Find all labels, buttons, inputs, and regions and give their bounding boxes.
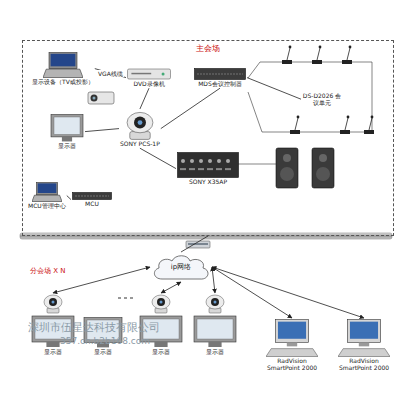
dashes [118,297,136,298]
network-bus [20,233,392,239]
connector [212,267,292,318]
branch-site-drawing [193,294,237,348]
video-terminal: SONY PCS-1P [119,109,161,148]
pc-terminal: RadVision SmartPoint 2000 [262,318,322,372]
device-label: 显示器 [94,348,112,355]
device-label: DVD录像机 [133,80,164,87]
connector [212,267,364,318]
connector [181,236,208,252]
device-label: 显示设备（TV或投影） [32,78,94,85]
projector [88,92,114,104]
dvd-recorder: DVD录像机 [126,67,172,88]
connector [95,69,126,78]
connector [140,88,149,109]
connector [212,267,215,293]
device-label: MCU [85,200,99,207]
connector [53,267,150,293]
dvd-recorder-icon [127,68,171,80]
conference-controller: MDS会议控制器 [193,67,247,88]
device-label: MDS会议控制器 [198,80,242,87]
display-device: 显示设备（TV或投影） [31,51,95,86]
branch-site: 显示器 [192,293,238,356]
pc-terminal-drawing [266,319,318,357]
watermark: 深圳市伍星达科技有限公司 [28,320,160,335]
video-terminal-icon [123,110,157,140]
connector-label: VGA线缆 [97,70,124,77]
conference-controller-icon [194,68,246,80]
monitor-icon [50,114,84,142]
mcu-manager: MCU管理中心 [27,181,67,210]
ip-cloud: ip网络 [150,252,212,282]
mcu-unit: MCU [71,191,113,208]
connector [161,88,220,128]
connector [247,78,301,100]
network-label: ip网络 [171,263,191,271]
connector [85,129,119,132]
amplifier-drawing [177,152,239,178]
device-label: SONY X35AP [189,178,227,185]
mcu-unit-icon [72,192,112,200]
microphones [282,46,374,134]
pc-terminal-icon [266,319,318,357]
amplifier-icon [177,152,239,178]
amplifier: SONY X35AP [176,151,240,186]
branch-site-icon [193,294,237,348]
site-label: 分会场 X N [30,266,65,276]
conference-controller-drawing [194,68,246,80]
speakers [237,148,334,188]
mcu-unit-drawing [72,192,112,200]
device-label: 显示器 [58,142,76,149]
device-label: RadVision SmartPoint 2000 [263,357,321,371]
display-device-drawing [43,52,83,78]
microphone-chain [248,62,372,132]
device-label: 显示器 [206,348,224,355]
display-device-icon [43,52,83,78]
monitor: 显示器 [49,113,85,150]
device-label: 显示器 [44,348,62,355]
mcu-manager-icon [32,182,62,202]
mcu-manager-drawing [32,182,62,202]
device-label: 显示器 [152,348,170,355]
dvd-recorder-drawing [127,68,171,80]
connector [67,196,71,200]
device-label: DS-D2026 会议单元 [302,92,342,106]
pc-terminal-drawing [338,319,390,357]
connector [140,148,176,168]
pc-terminal: RadVision SmartPoint 2000 [334,318,394,372]
device-label: SONY PCS-1P [120,140,160,147]
connector [161,282,181,293]
watermark: 357.cn.b2b168.com [60,336,150,346]
monitor-drawing [50,114,84,142]
venue-region: 主会场显示设备（TV或投影） DVD录像机 MDS会议控制器 DS-D2026 会议单… [22,40,394,236]
video-terminal-drawing [123,110,157,140]
device-label: RadVision SmartPoint 2000 [335,357,393,371]
conference-units: DS-D2026 会议单元 [301,91,343,107]
region-title: 主会场 [196,44,220,54]
device-label: MCU管理中心 [28,202,66,209]
pc-terminal-icon [338,319,390,357]
